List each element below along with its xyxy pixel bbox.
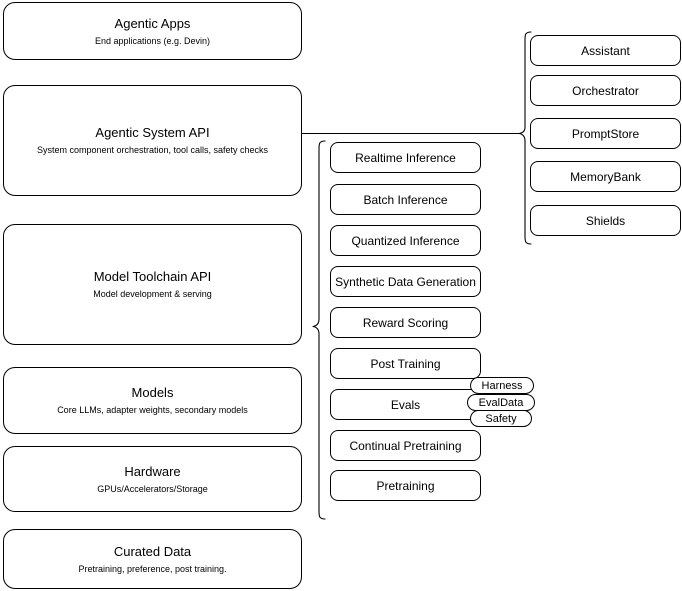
layer-title: Agentic Apps bbox=[114, 15, 191, 31]
layer-subtitle: End applications (e.g. Devin) bbox=[94, 35, 211, 46]
layer-title: Models bbox=[131, 385, 174, 400]
agentic-pill-shields[interactable]: Shields bbox=[530, 205, 681, 236]
layer-box-curated-data[interactable]: Curated Data Pretraining, preference, po… bbox=[3, 529, 302, 589]
agentic-pill-assistant[interactable]: Assistant bbox=[530, 35, 681, 66]
layer-box-hardware[interactable]: Hardware GPUs/Accelerators/Storage bbox=[3, 446, 302, 512]
layer-title: Curated Data bbox=[113, 543, 192, 559]
layer-title: Model Toolchain API bbox=[93, 269, 212, 284]
toolchain-pill-batch-inference[interactable]: Batch Inference bbox=[330, 184, 481, 215]
agentic-pill-promptstore[interactable]: PromptStore bbox=[530, 118, 681, 149]
layer-box-model-toolchain-api[interactable]: Model Toolchain API Model development & … bbox=[3, 224, 302, 345]
brace-toolchain bbox=[312, 140, 326, 520]
layer-box-agentic-system-api[interactable]: Agentic System API System component orch… bbox=[3, 85, 302, 196]
layer-subtitle: GPUs/Accelerators/Storage bbox=[97, 483, 208, 494]
layer-title: Agentic System API bbox=[95, 125, 210, 140]
layer-subtitle: Model development & serving bbox=[93, 289, 212, 299]
layer-box-agentic-apps[interactable]: Agentic Apps End applications (e.g. Devi… bbox=[3, 2, 302, 60]
toolchain-pill-realtime-inference[interactable]: Realtime Inference bbox=[330, 142, 481, 173]
toolchain-pill-pretraining[interactable]: Pretraining bbox=[330, 470, 481, 501]
layer-subtitle: System component orchestration, tool cal… bbox=[36, 145, 269, 155]
agentic-pill-memorybank[interactable]: MemoryBank bbox=[530, 161, 681, 192]
layer-title: Hardware bbox=[124, 463, 181, 479]
toolchain-pill-post-training[interactable]: Post Training bbox=[330, 348, 481, 379]
connector-line-agentic-system-api bbox=[302, 133, 519, 134]
evals-subpill-evaldata[interactable]: EvalData bbox=[467, 394, 535, 411]
agentic-pill-orchestrator[interactable]: Orchestrator bbox=[530, 75, 681, 106]
toolchain-pill-synthetic-data-generation[interactable]: Synthetic Data Generation bbox=[330, 266, 481, 297]
layer-subtitle: Pretraining, preference, post training. bbox=[78, 563, 227, 574]
layer-subtitle: Core LLMs, adapter weights, secondary mo… bbox=[57, 405, 248, 415]
toolchain-pill-quantized-inference[interactable]: Quantized Inference bbox=[330, 225, 481, 256]
layer-box-models[interactable]: Models Core LLMs, adapter weights, secon… bbox=[3, 367, 302, 434]
toolchain-pill-reward-scoring[interactable]: Reward Scoring bbox=[330, 307, 481, 338]
toolchain-pill-continual-pretraining[interactable]: Continual Pretraining bbox=[330, 430, 481, 461]
brace-agentic-system bbox=[518, 31, 532, 245]
toolchain-pill-evals[interactable]: Evals bbox=[330, 389, 481, 420]
evals-subpill-safety[interactable]: Safety bbox=[470, 410, 532, 427]
evals-subpill-harness[interactable]: Harness bbox=[470, 377, 534, 394]
